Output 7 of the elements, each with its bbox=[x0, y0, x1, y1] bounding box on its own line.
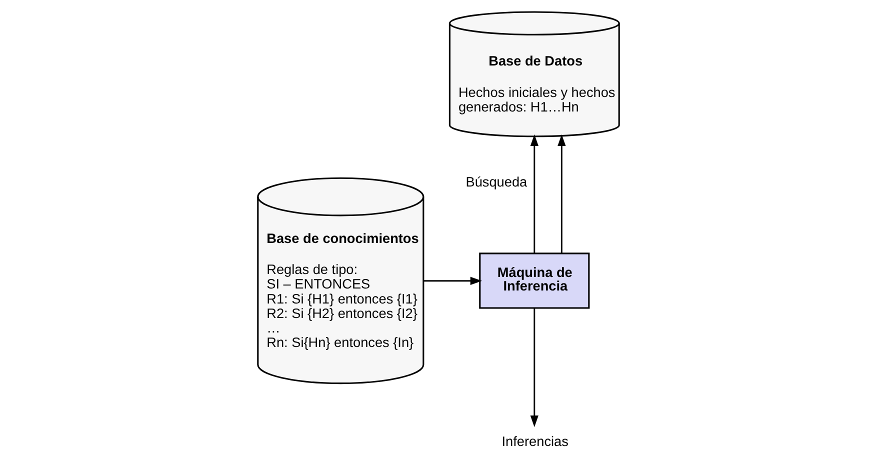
arrow bbox=[424, 276, 482, 285]
node-text: Inferencias bbox=[502, 434, 568, 450]
arrow bbox=[530, 134, 538, 254]
arrow bbox=[530, 308, 538, 428]
node-box: Máquina de Inferencia bbox=[479, 252, 590, 309]
arrow bbox=[558, 134, 566, 254]
edge-label: Búsqueda bbox=[466, 174, 528, 190]
